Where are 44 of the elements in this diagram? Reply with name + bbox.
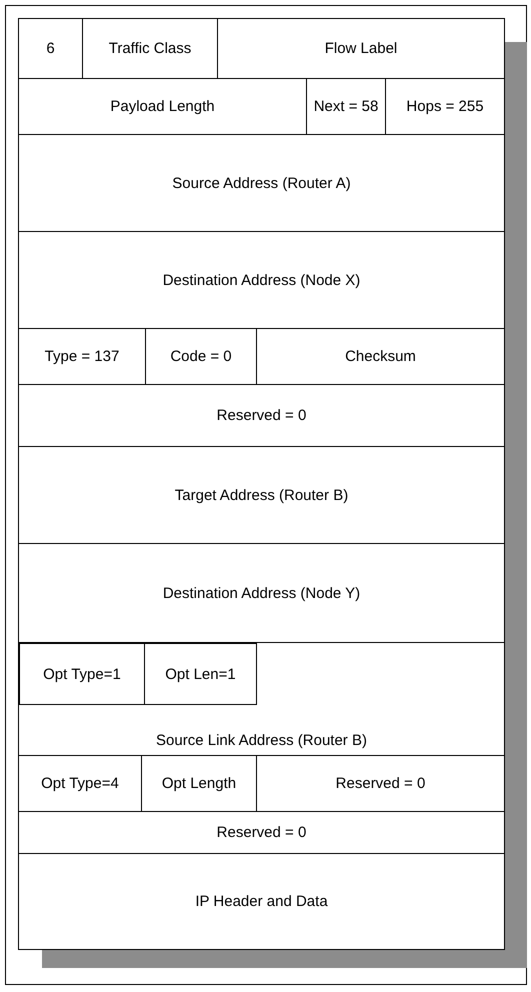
field-box [19,643,145,705]
field-box [18,755,142,812]
field-box [256,755,505,812]
field-label: Opt Len=1 [165,666,236,682]
field-box [18,134,505,232]
field-label: Destination Address (Node X) [162,272,360,288]
field-box [18,446,505,544]
field-box [18,853,505,950]
field-label: Code = 0 [170,348,232,365]
field-label: Opt Type=4 [41,775,119,792]
field-box [18,231,505,329]
field-box [217,18,505,79]
field-box [18,328,146,385]
field-label: 6 [46,40,55,57]
field-label: Reserved = 0 [336,775,426,792]
field-box [18,18,83,79]
field-label: Traffic Class [108,40,192,57]
field-label: Payload Length [110,98,215,115]
field-box [144,643,257,705]
field-label: Opt Type=1 [43,666,121,682]
field-label: Reserved = 0 [216,824,306,841]
field-box [18,811,505,854]
field-box [141,755,257,812]
field-box [145,328,257,385]
field-label: Hops = 255 [406,98,484,115]
field-box [18,384,505,447]
field-box [82,18,218,79]
field-label: Opt Length [162,775,236,792]
field-label: Flow Label [324,40,398,57]
field-label: Next = 58 [314,98,378,115]
field-label: Reserved = 0 [216,407,306,424]
field-box [18,642,505,756]
field-label: Type = 137 [44,348,120,365]
field-label: Source Address (Router A) [172,174,351,192]
field-box [18,543,505,643]
field-label: Destination Address (Node Y) [162,584,360,602]
field-label: Source Link Address (Router B) [155,732,368,749]
field-label: Checksum [345,348,416,365]
field-box [306,78,386,135]
field-box [256,328,505,385]
field-label: Target Address (Router B) [174,486,348,504]
field-label: IP Header and Data [195,893,328,910]
field-box [18,78,307,135]
field-box [385,78,505,135]
